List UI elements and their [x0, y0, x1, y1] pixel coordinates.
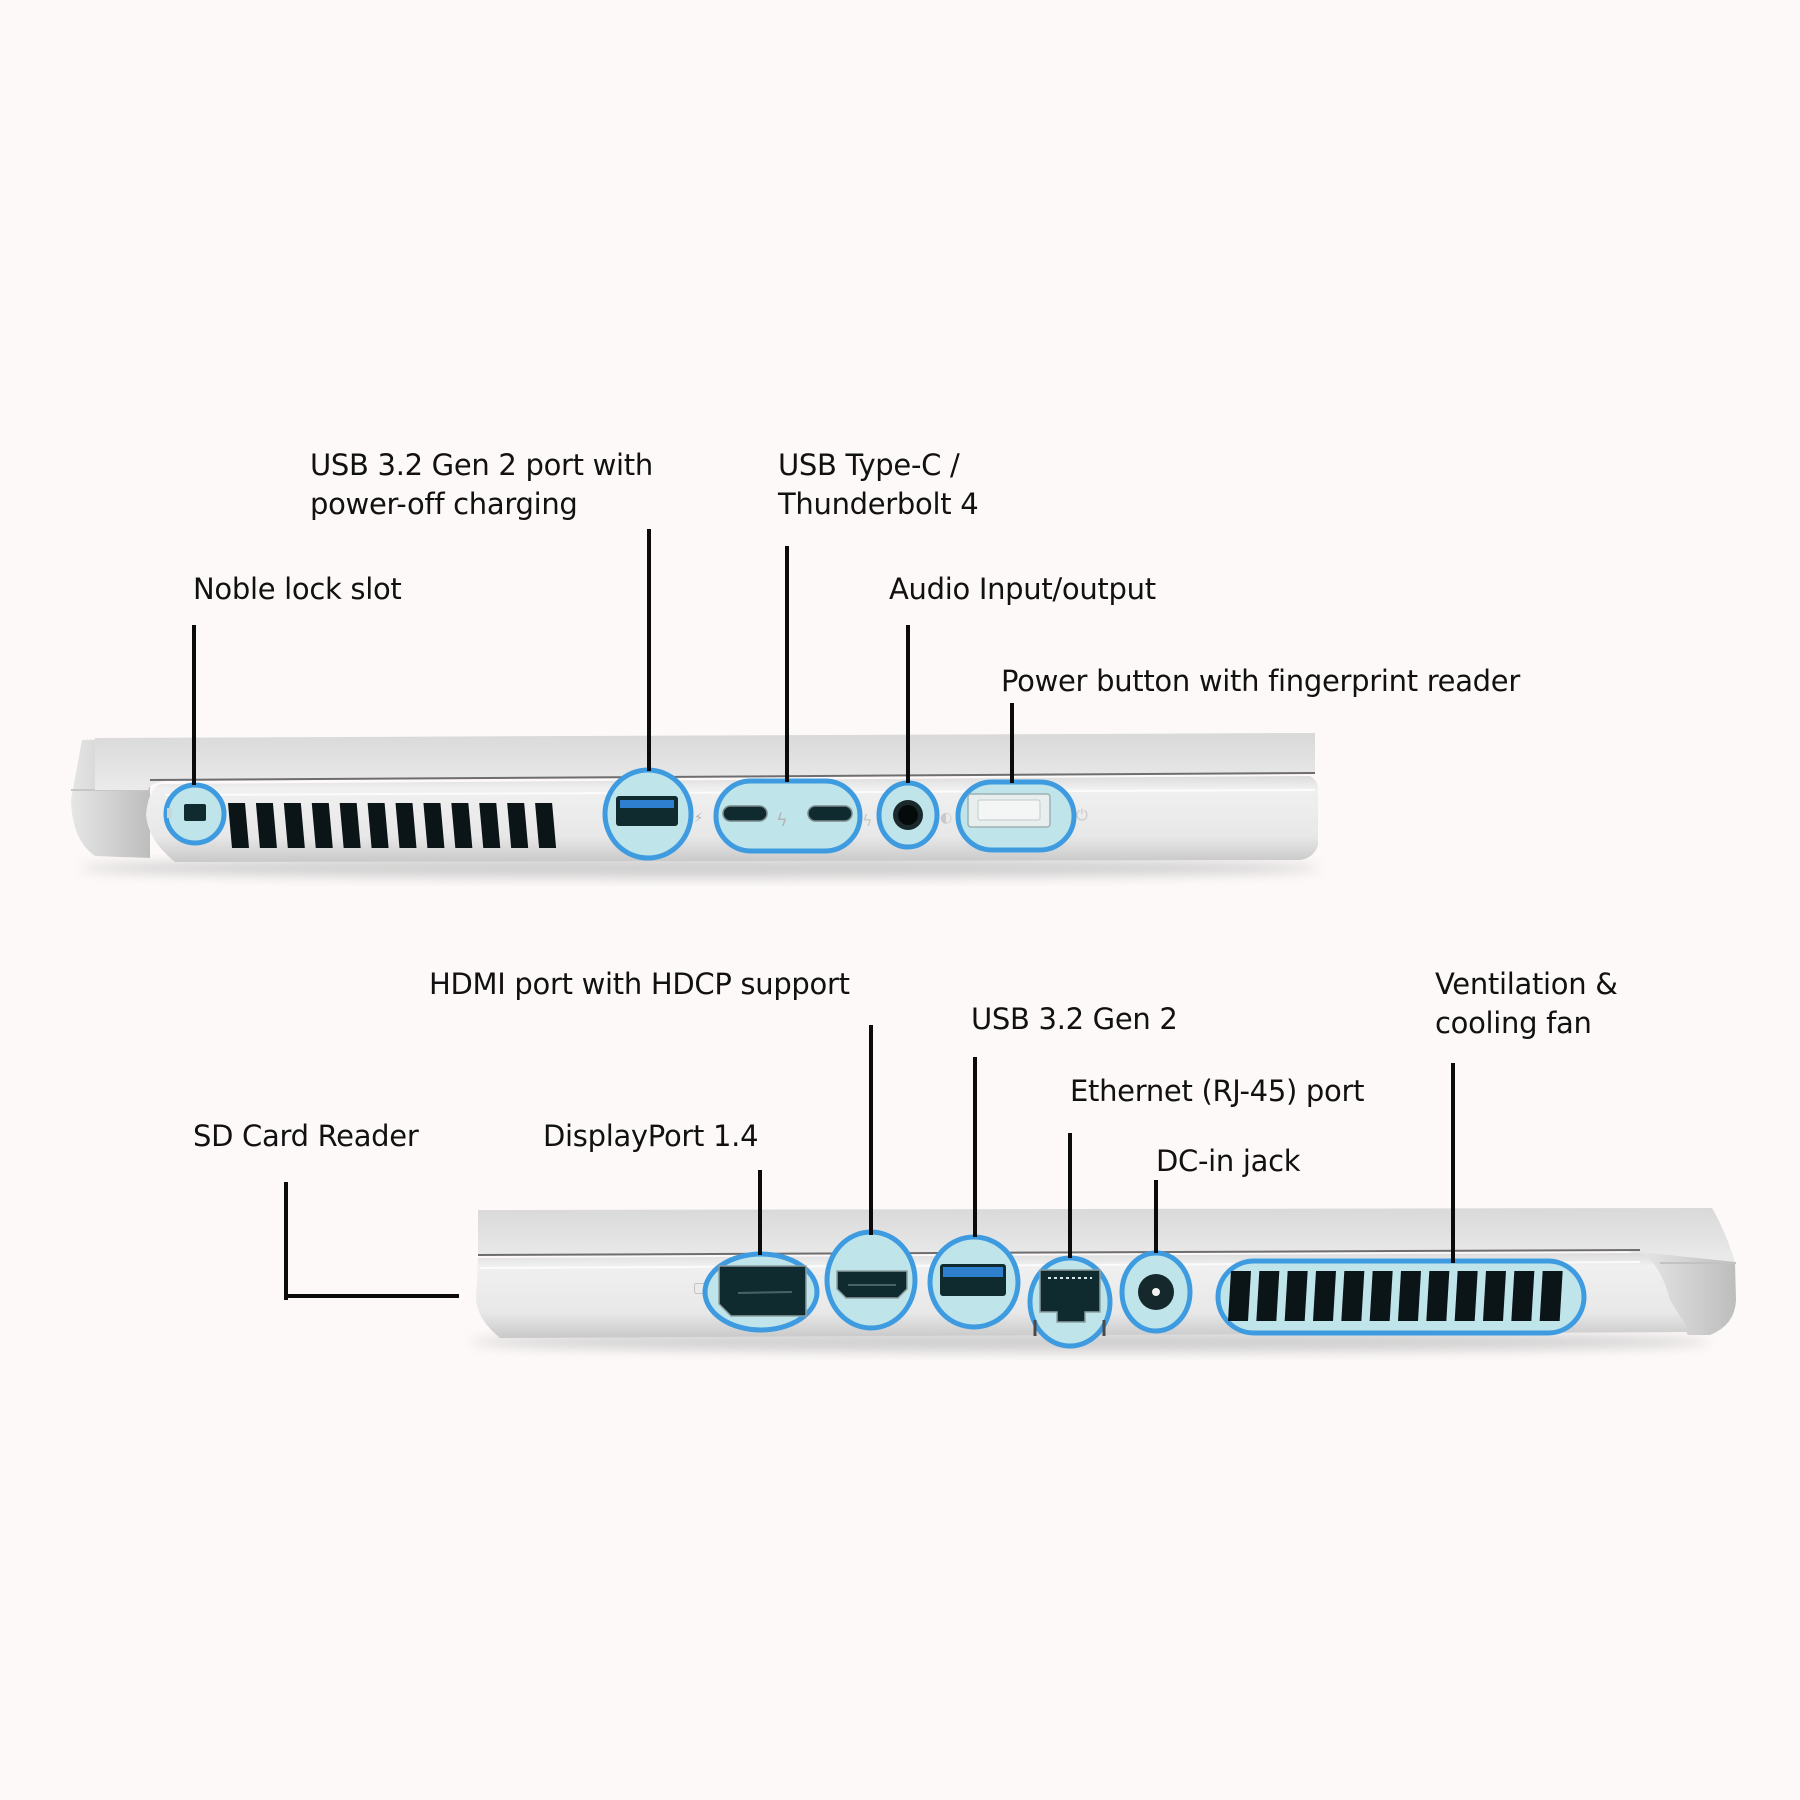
vent-slot — [339, 803, 361, 848]
leader-line-noble-lock — [192, 625, 196, 785]
leader-line-sd-card-horizontal — [284, 1294, 459, 1298]
ventilation-fan-grille — [1215, 1258, 1587, 1336]
label-usb-c-line1: USB Type-C / — [778, 448, 960, 482]
lid — [478, 1208, 1735, 1262]
power-icon: ⏻ — [1076, 806, 1088, 824]
label-hdmi: HDMI port with HDCP support — [429, 967, 850, 1001]
label-power-button: Power button with fingerprint reader — [1001, 664, 1520, 698]
vent-slot — [1511, 1271, 1535, 1321]
leader-line-dc-in — [1154, 1180, 1158, 1253]
device-shadow — [80, 858, 1320, 878]
vent-slot — [535, 803, 557, 848]
vent-slot — [1398, 1271, 1421, 1321]
vent-slot — [395, 803, 417, 848]
vent-slot — [1539, 1271, 1563, 1321]
label-displayport: DisplayPort 1.4 — [543, 1119, 759, 1153]
thunderbolt-icon: ϟ — [776, 810, 788, 831]
leader-line-displayport — [758, 1170, 762, 1255]
leader-line-audio — [906, 625, 910, 783]
vent-slot — [228, 803, 249, 848]
vent-slot — [367, 803, 389, 848]
label-usb-a-charging-line1: USB 3.2 Gen 2 port with — [310, 448, 653, 482]
vent-slot — [1369, 1271, 1393, 1321]
thunderbolt-icon: ϟ — [862, 811, 873, 830]
label-usb-c-line2: Thunderbolt 4 — [778, 487, 979, 521]
label-usb-a-charging-line2: power-off charging — [310, 487, 578, 521]
audio-jack: ◐ — [876, 780, 952, 850]
leader-line-usb-a — [973, 1057, 977, 1237]
dc-in-jack — [1119, 1250, 1193, 1334]
hinge — [1640, 1252, 1736, 1335]
vent-slot — [1341, 1271, 1365, 1321]
usb-a-port — [927, 1234, 1021, 1330]
label-usb-a: USB 3.2 Gen 2 — [971, 1002, 1178, 1036]
leader-line-usb-c — [785, 546, 789, 782]
label-sd-card: SD Card Reader — [193, 1119, 419, 1153]
vent-slot — [1284, 1271, 1308, 1321]
vent-slot — [451, 803, 473, 848]
vent-slot — [283, 803, 305, 848]
hdmi-port — [824, 1229, 918, 1331]
vent-slot — [1426, 1271, 1450, 1321]
usb-a-charging-port: ⚡ — [602, 767, 703, 861]
leader-line-usb-a-charging — [647, 529, 651, 771]
label-ventilation-line1: Ventilation & — [1435, 967, 1618, 1001]
leader-line-ethernet — [1068, 1133, 1072, 1258]
noble-lock-slot — [163, 782, 227, 846]
vent-slot — [479, 803, 501, 848]
vent-slot — [311, 803, 333, 848]
label-dc-in: DC-in jack — [1156, 1144, 1301, 1178]
leader-line-ventilation — [1451, 1063, 1455, 1263]
label-ethernet: Ethernet (RJ-45) port — [1070, 1074, 1365, 1108]
vent-slot — [1256, 1271, 1280, 1321]
ethernet-port — [1027, 1255, 1113, 1349]
headset-icon: ◐ — [940, 810, 952, 826]
leader-line-sd-card — [284, 1182, 288, 1300]
label-noble-lock: Noble lock slot — [193, 572, 402, 606]
vent-slot — [1454, 1271, 1478, 1321]
leader-line-power-button — [1010, 703, 1014, 783]
leader-line-hdmi — [869, 1025, 873, 1235]
label-audio: Audio Input/output — [889, 572, 1156, 606]
vent-slot — [255, 803, 277, 848]
vent-slot — [1483, 1271, 1506, 1321]
power-button-fingerprint: ⏻ — [955, 779, 1088, 853]
vent-grille — [228, 803, 557, 848]
vent-slot — [1313, 1271, 1336, 1321]
label-ventilation-line2: cooling fan — [1435, 1006, 1592, 1040]
vent-slot — [423, 803, 445, 848]
charging-icon: ⚡ — [694, 811, 703, 826]
vent-slot — [1228, 1271, 1251, 1321]
vent-slot — [507, 803, 529, 848]
